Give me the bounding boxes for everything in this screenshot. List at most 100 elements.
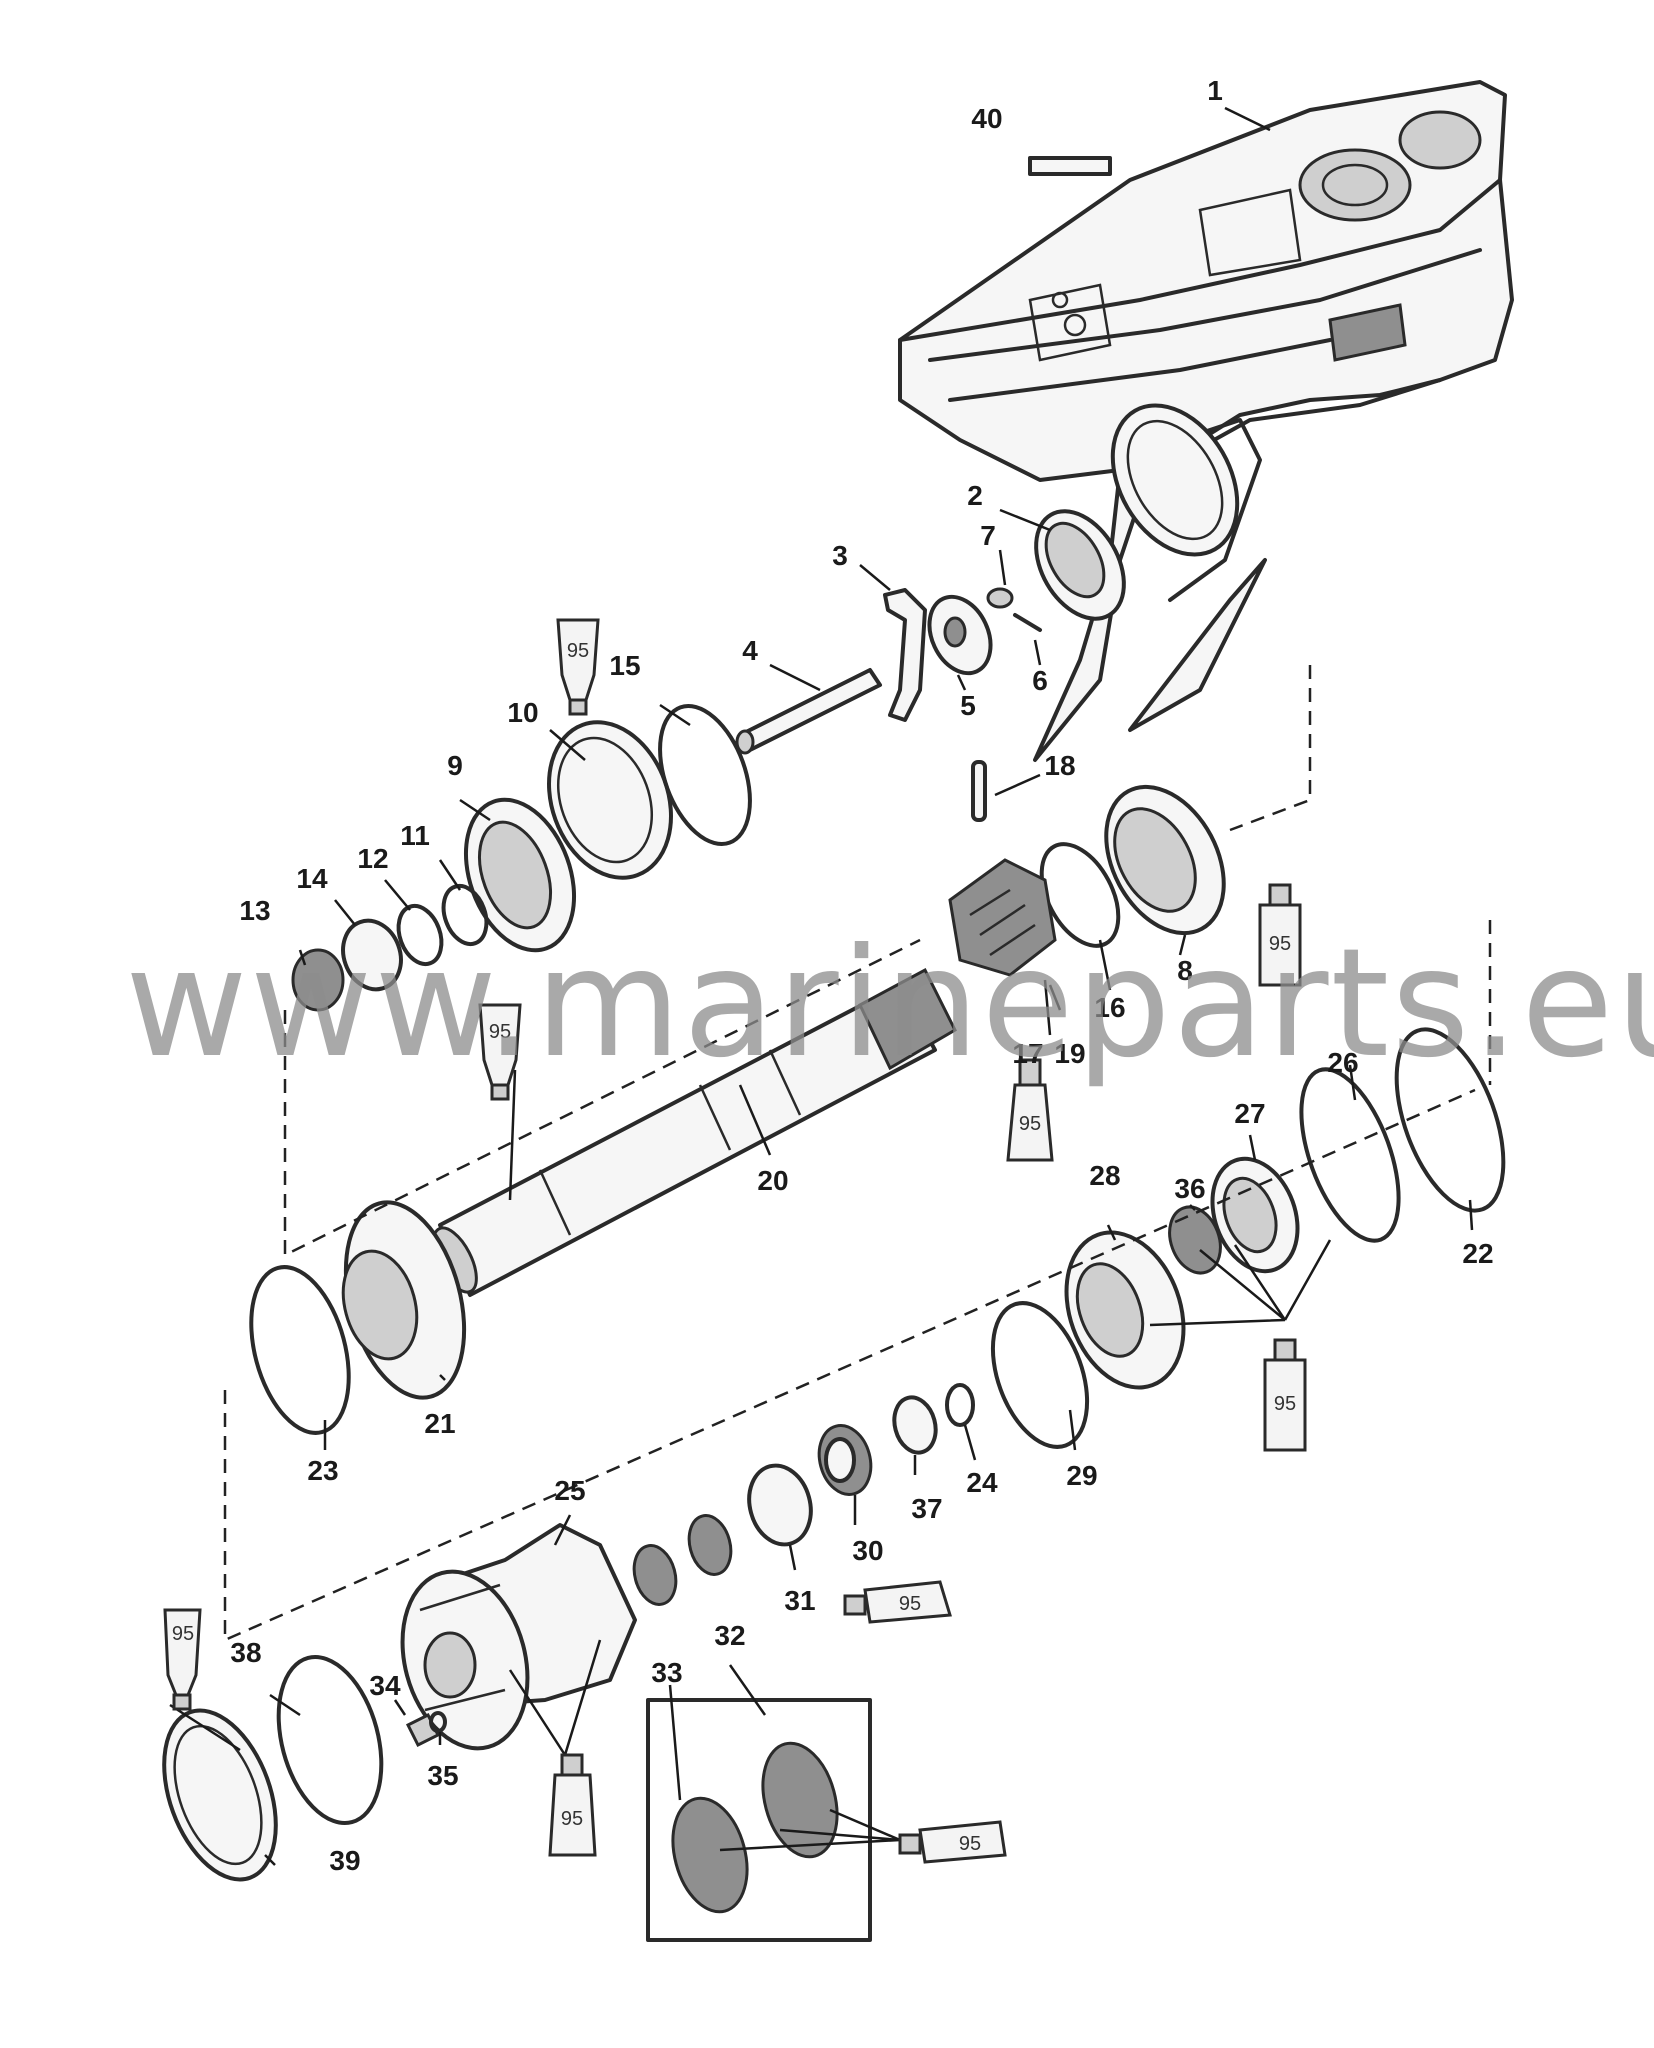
bearing-race-part-2 xyxy=(1034,509,1126,621)
shift-crank-part-3 xyxy=(883,588,927,722)
callout-28: 28 xyxy=(1089,1160,1120,1191)
bearing-part-9 xyxy=(463,797,577,953)
callout-19: 19 xyxy=(1054,1038,1085,1069)
sealant-tube-9-label: 95 xyxy=(172,1623,194,1645)
o-ring-part-29 xyxy=(990,1301,1090,1449)
callout-24: 24 xyxy=(966,1467,998,1498)
seal-kit-seal-33 xyxy=(671,1796,749,1914)
callout-37: 37 xyxy=(911,1493,942,1524)
seal-ring-part-23 xyxy=(249,1265,351,1435)
sealant-tube-1: 95 xyxy=(556,618,600,716)
callout-40: 40 xyxy=(971,103,1002,134)
sealant-tube-4: 95 xyxy=(1006,1058,1054,1162)
callout-36: 36 xyxy=(1174,1173,1205,1204)
callout-6: 6 xyxy=(1032,665,1048,696)
shift-shaft-part-4 xyxy=(735,668,882,755)
callout-18: 18 xyxy=(1044,750,1075,781)
callout-33: 33 xyxy=(651,1657,682,1688)
sealant-tube-8: 95 xyxy=(898,1820,1007,1864)
assembly-guide-lines xyxy=(223,665,1492,1642)
nut-part-13 xyxy=(291,948,345,1012)
callout-10: 10 xyxy=(507,697,538,728)
callout-21: 21 xyxy=(424,1408,455,1439)
seal-kit-box xyxy=(646,1698,872,1942)
shift-spool-part-5 xyxy=(927,594,993,676)
callout-25: 25 xyxy=(554,1475,585,1506)
callout-numbers: 1 2 3 4 5 6 7 8 9 10 11 12 13 14 15 16 1… xyxy=(230,75,1493,1876)
callout-34: 34 xyxy=(369,1670,401,1701)
callout-2: 2 xyxy=(967,480,983,511)
callout-29: 29 xyxy=(1066,1460,1097,1491)
o-ring-part-16 xyxy=(1039,842,1121,948)
skeg xyxy=(1128,558,1267,732)
callout-39: 39 xyxy=(329,1845,360,1876)
seal-part-32 xyxy=(687,1514,733,1576)
bearing-carrier-part-21 xyxy=(341,1200,467,1400)
callout-8: 8 xyxy=(1177,955,1193,986)
callout-27: 27 xyxy=(1234,1098,1265,1129)
sleeve-part-31 xyxy=(747,1463,813,1547)
callout-26: 26 xyxy=(1327,1047,1358,1078)
spacer-part-37 xyxy=(892,1395,938,1455)
washer-part-12 xyxy=(396,903,444,967)
callout-15: 15 xyxy=(609,650,640,681)
retaining-ring-part-11 xyxy=(441,883,489,947)
pin-part-18 xyxy=(971,760,987,822)
callout-13: 13 xyxy=(239,895,270,926)
callout-31: 31 xyxy=(784,1585,815,1616)
sealant-tube-6-label: 95 xyxy=(899,1593,921,1615)
sealant-tube-3-label: 95 xyxy=(489,1021,511,1043)
ring-part-22 xyxy=(1394,1027,1506,1213)
sealant-tube-8-label: 95 xyxy=(959,1833,981,1855)
spanner-nut-part-39 xyxy=(162,1708,278,1882)
callout-30: 30 xyxy=(852,1535,883,1566)
ring-part-26 xyxy=(1299,1067,1401,1243)
callout-5: 5 xyxy=(960,690,976,721)
callout-leaders xyxy=(169,106,1474,1866)
sealant-tube-2: 95 xyxy=(1258,883,1302,987)
carrier-part-28 xyxy=(1064,1230,1186,1390)
propeller-shaft-part-20 xyxy=(432,967,957,1297)
sealant-tube-6: 95 xyxy=(843,1580,952,1624)
clutch-part-17 xyxy=(948,858,1057,977)
callout-17: 17 xyxy=(1012,1038,1043,1069)
callout-22: 22 xyxy=(1462,1238,1493,1269)
bushing-part-7 xyxy=(986,587,1014,609)
retaining-ring-part-24 xyxy=(945,1383,975,1427)
sealant-tube-7-label: 95 xyxy=(561,1808,583,1830)
callout-4: 4 xyxy=(742,635,758,666)
sealant-tube-1-label: 95 xyxy=(567,640,589,662)
callout-16: 16 xyxy=(1094,992,1125,1023)
callout-20: 20 xyxy=(757,1165,788,1196)
sealant-tube-2-label: 95 xyxy=(1269,933,1291,955)
sealant-tube-5: 95 xyxy=(1263,1338,1307,1452)
decal-part-40 xyxy=(1028,156,1112,176)
callout-11: 11 xyxy=(400,820,430,851)
callout-7: 7 xyxy=(980,520,996,551)
callout-35: 35 xyxy=(427,1760,458,1791)
spacer-part-14 xyxy=(341,918,403,992)
callout-32: 32 xyxy=(714,1620,745,1651)
callout-14: 14 xyxy=(296,863,328,894)
callout-9: 9 xyxy=(447,750,463,781)
seal-kit-seal-32 xyxy=(761,1741,839,1859)
callout-23: 23 xyxy=(307,1455,338,1486)
bearing-part-30 xyxy=(817,1424,873,1496)
sealant-tube-9: 95 xyxy=(163,1608,202,1711)
seal-part-33 xyxy=(632,1544,678,1606)
callout-12: 12 xyxy=(357,843,388,874)
housing-ring xyxy=(1110,403,1240,557)
washer-part-35 xyxy=(429,1711,447,1733)
bearing-carrier-part-8 xyxy=(1104,784,1226,936)
shim-part-15 xyxy=(658,703,752,847)
sealant-tube-5-label: 95 xyxy=(1274,1393,1296,1415)
tab-washer-part-38 xyxy=(276,1654,384,1826)
callout-3: 3 xyxy=(832,540,848,571)
bearing-cup-part-10 xyxy=(547,720,673,880)
bearing-carrier-part-25 xyxy=(400,1523,637,1751)
sealant-tube-3: 95 xyxy=(478,1003,522,1101)
callout-1: 1 xyxy=(1207,75,1223,106)
callout-38: 38 xyxy=(230,1637,261,1668)
pin-part-6 xyxy=(1013,613,1042,632)
